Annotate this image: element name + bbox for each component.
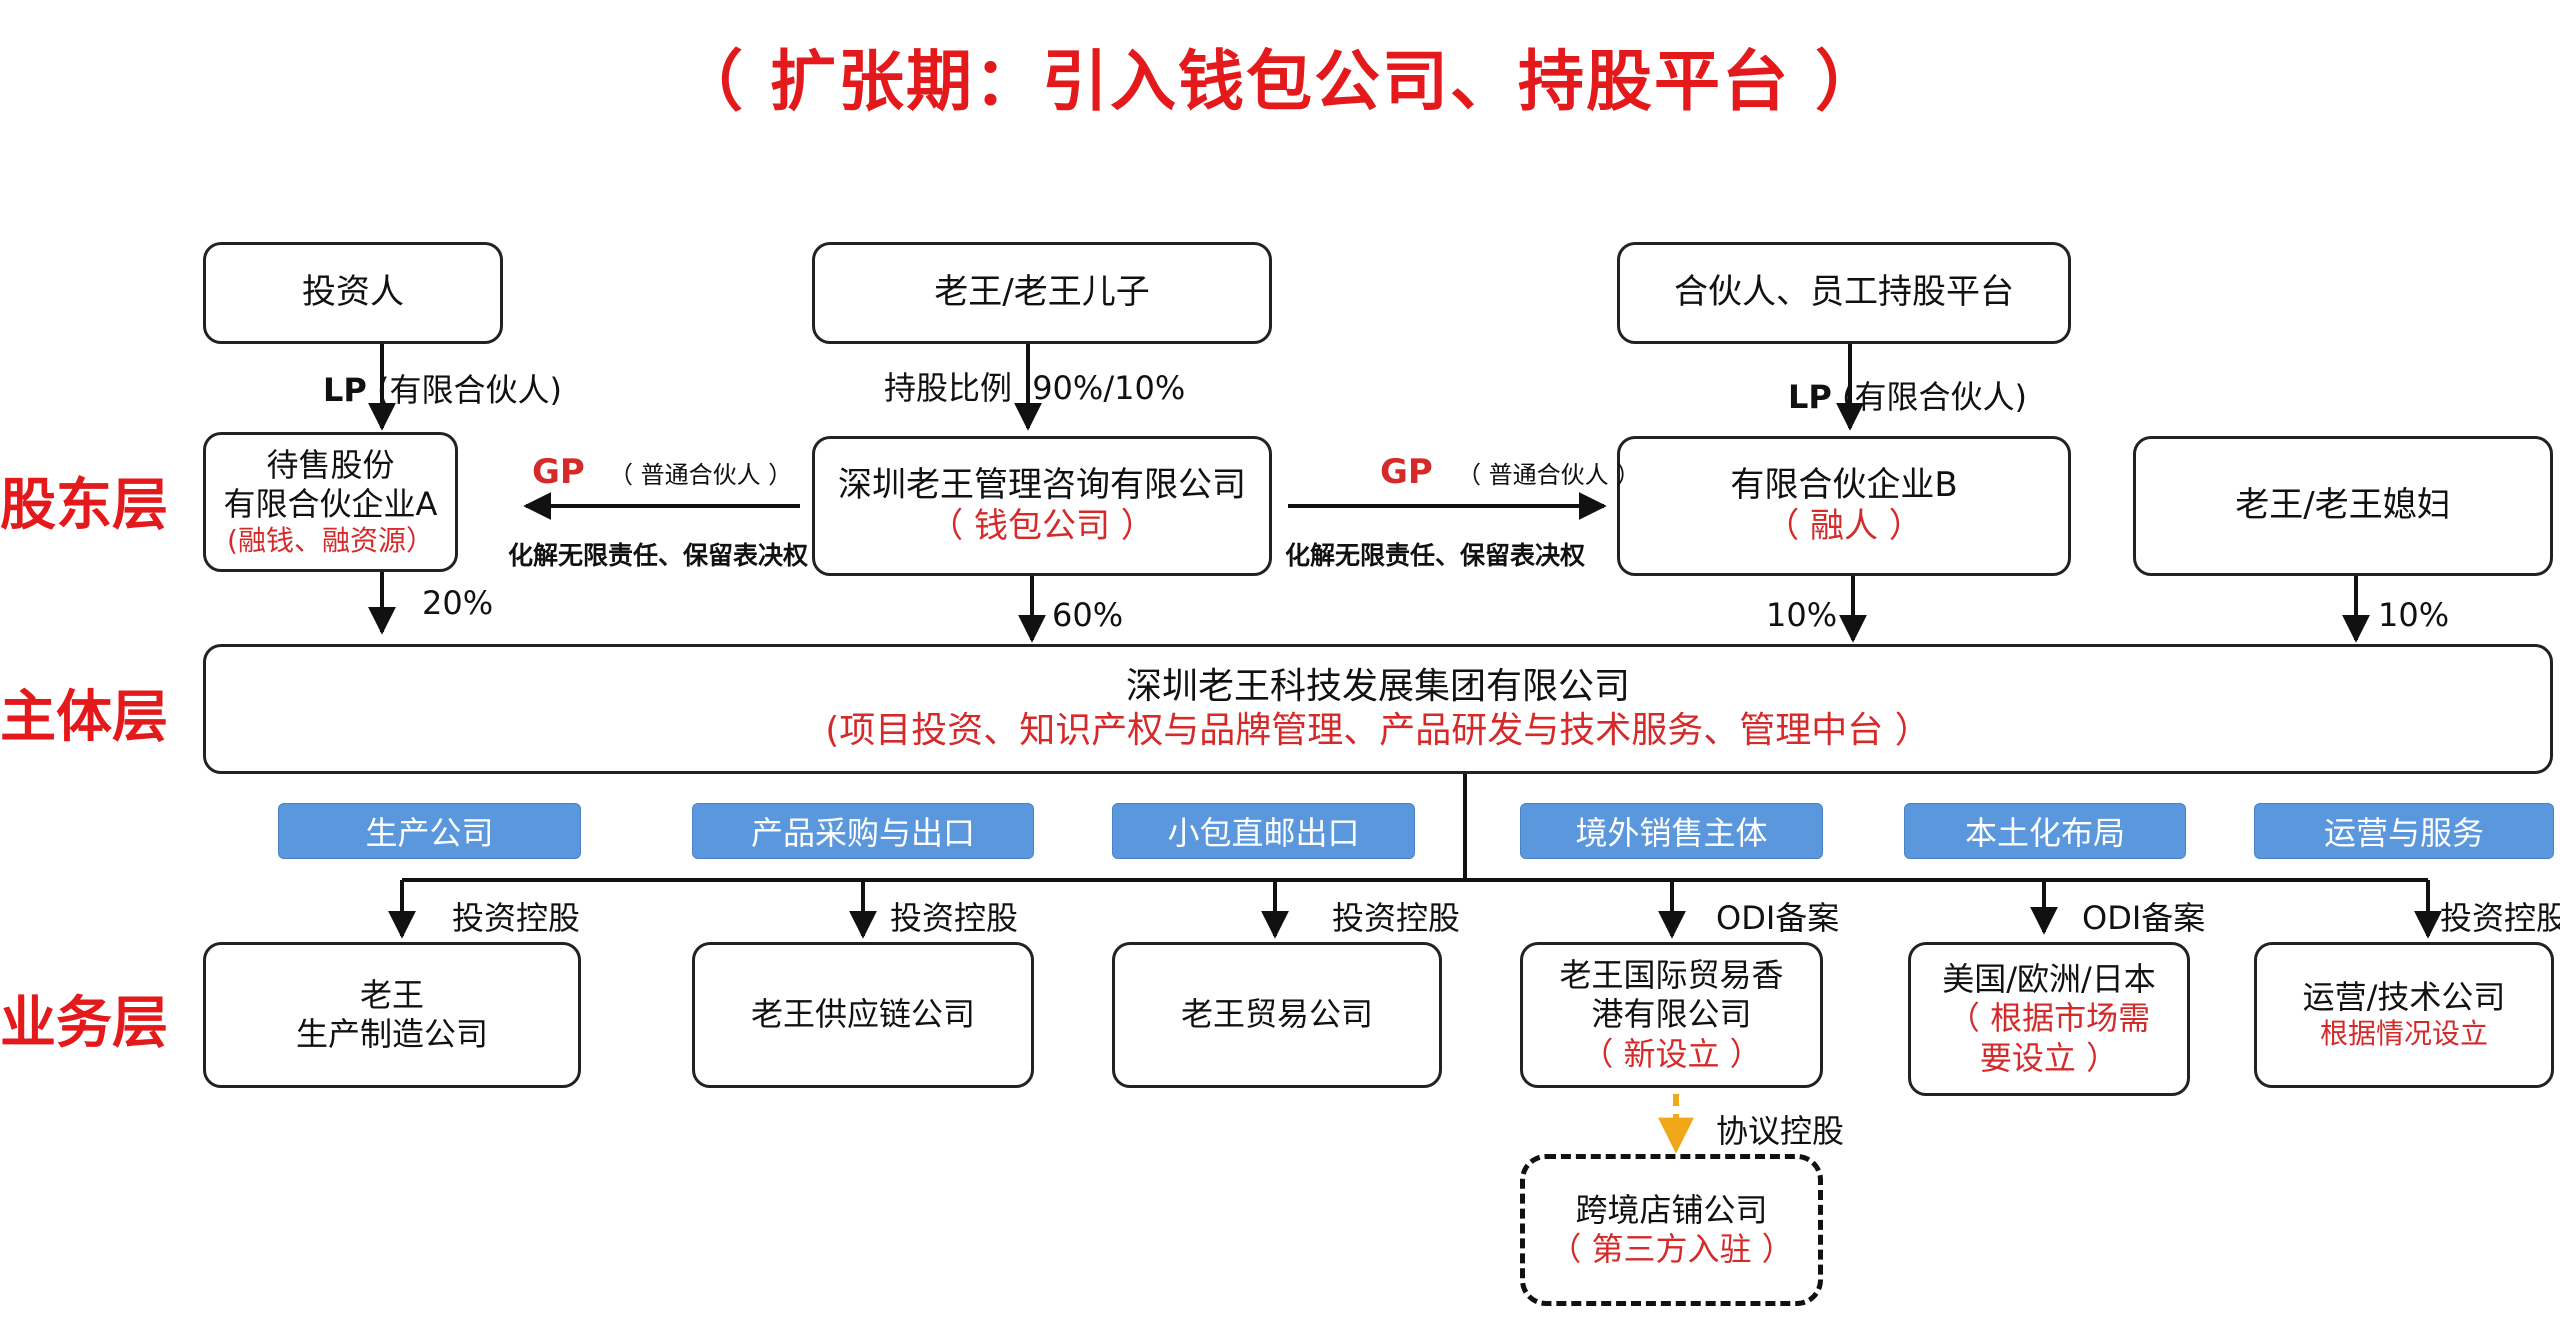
pct-wife: 10% [2378,596,2450,634]
wallet-company-name: 深圳老王管理咨询有限公司 [838,464,1246,505]
laowang-wife-label: 老王/老王媳妇 [2235,485,2451,526]
ops-tech-name: 运营/技术公司 [2302,978,2506,1017]
gp-right-label: GP （ 普通合伙人 ） [1380,452,1640,492]
laowang-wife-box: 老王/老王媳妇 [2133,436,2553,576]
trade-company-label: 老王贸易公司 [1180,995,1373,1034]
production-line1: 老王 [359,975,424,1014]
overseas-line1: 美国/欧洲/日本 [1942,960,2156,999]
lp-right-label: LP (有限合伙人) [1788,372,2027,418]
holding-ratio-label: 持股比例 90%/10% [884,363,1185,409]
store-note: （ 第三方入驻 ） [1549,1230,1794,1268]
lp-a-note: (融钱、融资源） [227,523,434,557]
gp-left-label: GP （ 普通合伙人 ） [532,452,792,492]
group-company-functions: (项目投资、知识产权与品牌管理、产品研发与技术服务、管理中台 ） [825,710,1931,751]
ops-tech-company-box: 运营/技术公司 根据情况设立 [2254,942,2554,1088]
pill-overseas-sales: 境外销售主体 [1520,803,1823,859]
production-line2: 生产制造公司 [295,1015,488,1053]
branch-label-overseas: ODI备案 [2082,899,2206,937]
wallet-company-box: 深圳老王管理咨询有限公司 （ 钱包公司 ） [812,436,1272,576]
page-title: （ 扩张期：引入钱包公司、持股平台 ） [677,43,1883,120]
lp-right-text: (有限合伙人) [1842,378,2027,416]
branch-label-supply-chain: 投资控股 [890,899,1019,937]
partners-platform-label: 合伙人、员工持股平台 [1674,272,2014,313]
branch-label-ops: 投资控股 [2440,899,2560,937]
lp-left-abbr: LP [323,371,367,409]
investor-label: 投资人 [302,272,404,313]
gp-left-note: 化解无限责任、保留表决权 [508,541,809,570]
gp-right-text: （ 普通合伙人 ） [1457,461,1641,489]
lp-a-line2: 有限合伙企业A [223,484,438,523]
pct-lp-a: 20% [422,584,494,622]
branch-label-trade: 投资控股 [1332,899,1461,937]
overseas-note2: 要设立 ） [1979,1038,2119,1077]
investor-box: 投资人 [203,242,503,344]
lp-b-box: 有限合伙企业B （ 融人 ） [1617,436,2071,576]
holding-ratio-text: 持股比例 [884,369,1013,407]
supply-chain-box: 老王供应链公司 [692,942,1034,1088]
overseas-company-box: 美国/欧洲/日本 （ 根据市场需 要设立 ） [1908,942,2190,1096]
pill-operations-services: 运营与服务 [2254,803,2554,859]
store-name: 跨境店铺公司 [1575,1190,1768,1229]
lp-a-line1: 待售股份 [266,445,395,484]
gp-right-note: 化解无限责任、保留表决权 [1285,541,1586,570]
wallet-company-note: （ 钱包公司 ） [929,506,1155,546]
pill-small-parcel-export: 小包直邮出口 [1112,803,1415,859]
lp-left-text: (有限合伙人) [377,371,562,409]
hk-note: （ 新设立 ） [1581,1034,1762,1073]
group-company-box: 深圳老王科技发展集团有限公司 (项目投资、知识产权与品牌管理、产品研发与技术服务… [203,644,2553,774]
laowang-son-label: 老王/老王儿子 [934,272,1150,313]
ops-tech-note: 根据情况设立 [2319,1017,2488,1051]
hk-company-box: 老王国际贸易香 港有限公司 （ 新设立 ） [1520,942,1823,1088]
laowang-son-box: 老王/老王儿子 [812,242,1272,344]
pct-lp-b: 10% [1766,596,1838,634]
hk-line1: 老王国际贸易香 [1559,956,1784,995]
overseas-note1: （ 根据市场需 [1947,999,2151,1038]
pct-wallet: 60% [1052,596,1124,634]
lp-b-name: 有限合伙企业B [1730,464,1958,505]
gp-left-abbr: GP [532,452,585,492]
branch-label-hk: ODI备案 [1716,899,1840,937]
pill-procurement-export: 产品采购与出口 [692,803,1034,859]
pill-production: 生产公司 [278,803,581,859]
gp-left-text: （ 普通合伙人 ） [609,461,793,489]
gp-right-abbr: GP [1380,452,1433,492]
hk-line2: 港有限公司 [1591,995,1752,1034]
pill-localization: 本土化布局 [1904,803,2186,859]
holding-ratio-value: 90%/10% [1032,369,1186,407]
lp-left-label: LP (有限合伙人) [323,365,562,411]
group-company-name: 深圳老王科技发展集团有限公司 [1125,666,1630,708]
agreement-label: 协议控股 [1716,1112,1845,1150]
partners-platform-box: 合伙人、员工持股平台 [1617,242,2071,344]
lp-b-note: （ 融人 ） [1765,506,1923,546]
trade-company-box: 老王贸易公司 [1112,942,1442,1088]
branch-label-production: 投资控股 [452,899,581,937]
cross-border-store-box: 跨境店铺公司 （ 第三方入驻 ） [1520,1154,1823,1306]
lp-a-box: 待售股份 有限合伙企业A (融钱、融资源） [203,432,458,572]
layer-label-business: 业务层 [0,991,168,1056]
production-company-box: 老王 生产制造公司 [203,942,581,1088]
supply-chain-label: 老王供应链公司 [750,995,975,1034]
layer-label-entity: 主体层 [0,685,168,750]
layer-label-shareholder: 股东层 [0,473,168,538]
lp-right-abbr: LP [1788,378,1832,416]
